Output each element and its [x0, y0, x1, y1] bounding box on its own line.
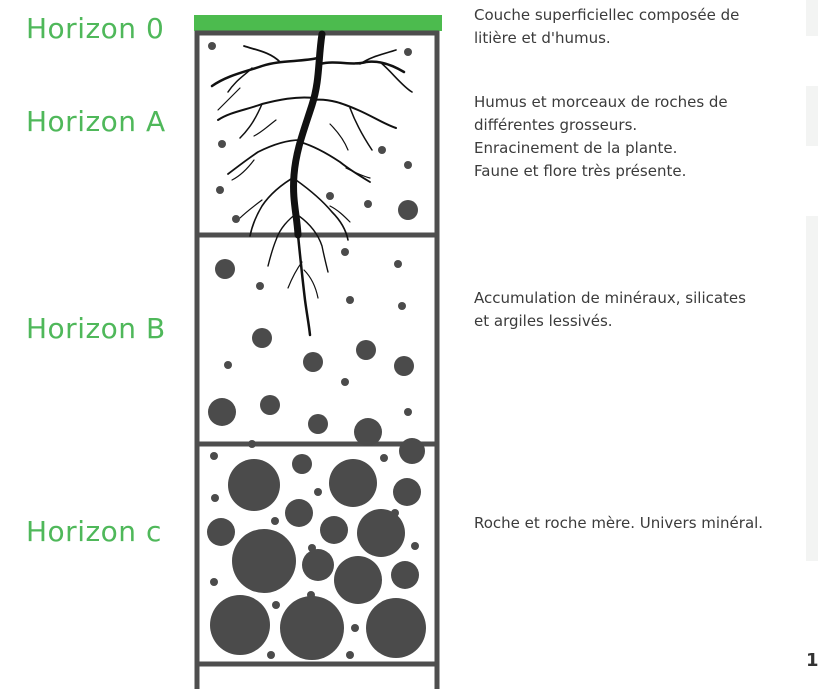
- rock: [224, 361, 232, 369]
- rock: [292, 454, 312, 474]
- rock: [326, 192, 334, 200]
- rock: [404, 48, 412, 56]
- rock: [364, 200, 372, 208]
- rock: [215, 259, 235, 279]
- rock: [271, 517, 279, 525]
- description-line: Humus et morceaux de roches de: [474, 91, 728, 114]
- rock: [334, 556, 382, 604]
- rock: [380, 454, 388, 462]
- rock: [356, 340, 376, 360]
- horizon-0-description: Couche superficiellec composée de litièr…: [474, 4, 739, 50]
- rock: [391, 561, 419, 589]
- description-line: Enracinement de la plante.: [474, 137, 728, 160]
- rock: [232, 529, 296, 593]
- description-line: Couche superficiellec composée de: [474, 4, 739, 27]
- rock: [260, 395, 280, 415]
- description-line: différentes grosseurs.: [474, 114, 728, 137]
- soil-particles: [207, 42, 426, 660]
- rock: [228, 459, 280, 511]
- side-panel: [806, 216, 818, 561]
- rock: [357, 509, 405, 557]
- rock: [303, 352, 323, 372]
- rock: [404, 161, 412, 169]
- rock: [210, 595, 270, 655]
- rock: [252, 328, 272, 348]
- side-panel: [806, 86, 818, 146]
- rock: [411, 542, 419, 550]
- side-panel: [806, 0, 818, 36]
- rock: [280, 596, 344, 660]
- rock: [256, 282, 264, 290]
- rock: [351, 624, 359, 632]
- rock: [394, 260, 402, 268]
- description-line: Roche et roche mère. Univers minéral.: [474, 512, 763, 535]
- rock: [346, 651, 354, 659]
- plant-roots: [212, 34, 412, 335]
- horizon-c-description: Roche et roche mère. Univers minéral.: [474, 512, 763, 535]
- rock: [285, 499, 313, 527]
- rock: [398, 302, 406, 310]
- rock: [207, 518, 235, 546]
- rock: [341, 378, 349, 386]
- rock: [216, 186, 224, 194]
- rock: [341, 248, 349, 256]
- description-line: litière et d'humus.: [474, 27, 739, 50]
- page-number: 1: [806, 650, 818, 671]
- rock: [218, 140, 226, 148]
- rock: [346, 296, 354, 304]
- rock: [232, 215, 240, 223]
- rock: [354, 418, 382, 446]
- rock: [366, 598, 426, 658]
- rock: [211, 494, 219, 502]
- rock: [314, 488, 322, 496]
- horizon-b-description: Accumulation de minéraux, silicates et a…: [474, 287, 746, 333]
- description-line: et argiles lessivés.: [474, 310, 746, 333]
- rock: [302, 549, 334, 581]
- rock: [210, 452, 218, 460]
- rock: [404, 408, 412, 416]
- rock: [329, 459, 377, 507]
- rock: [210, 578, 218, 586]
- rock: [308, 414, 328, 434]
- rock: [399, 438, 425, 464]
- rock: [393, 478, 421, 506]
- horizon-a-description: Humus et morceaux de roches de différent…: [474, 91, 728, 183]
- rock: [208, 398, 236, 426]
- rock: [394, 356, 414, 376]
- rock: [378, 146, 386, 154]
- rock: [320, 516, 348, 544]
- rock: [208, 42, 216, 50]
- horizon-0-layer: [194, 15, 442, 31]
- description-line: Accumulation de minéraux, silicates: [474, 287, 746, 310]
- rock: [248, 440, 256, 448]
- rock: [398, 200, 418, 220]
- description-line: Faune et flore très présente.: [474, 160, 728, 183]
- rock: [267, 651, 275, 659]
- rock: [272, 601, 280, 609]
